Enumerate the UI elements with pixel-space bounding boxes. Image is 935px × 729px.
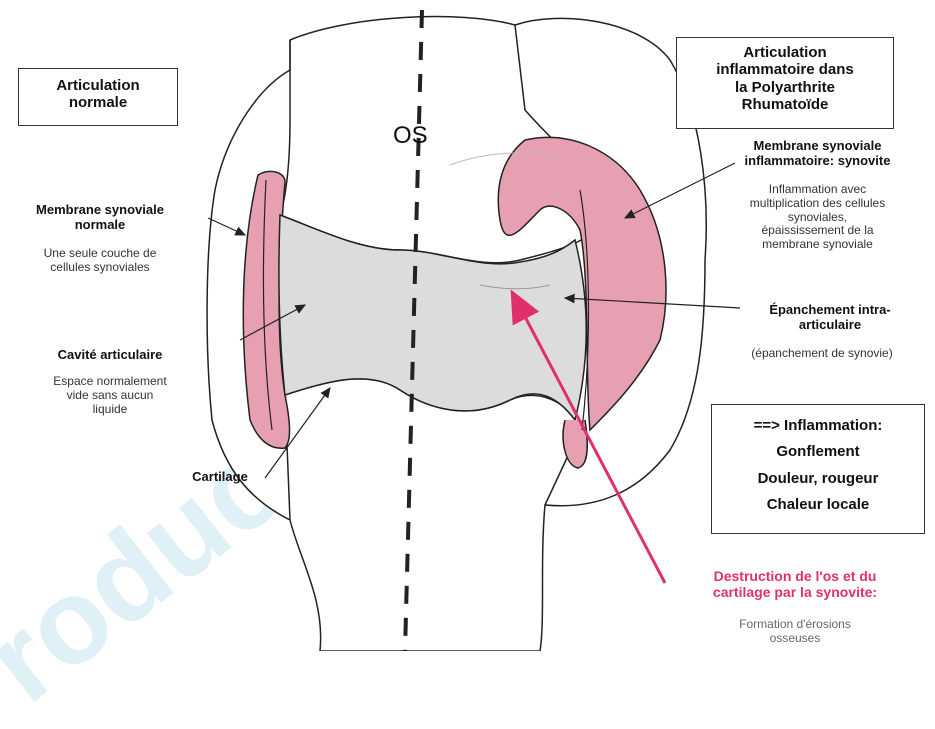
- destruction-title: Destruction de l'os et du cartilage par …: [660, 568, 930, 600]
- normal-synovial-description: Une seule couche de cellules synoviales: [0, 247, 200, 275]
- ra-box-line3: la Polyarthrite: [677, 79, 893, 96]
- ra-box-line4: Rhumatoïde: [677, 96, 893, 113]
- diagram-canvas: roduced wi: [0, 0, 935, 651]
- normal-articulation-box: Articulation normale: [18, 68, 178, 126]
- cavity-title: Cavité articulaire: [10, 348, 210, 363]
- symptom-heat: Chaleur locale: [712, 492, 924, 518]
- cartilage-label: Cartilage: [170, 470, 270, 485]
- ra-box-line2: inflammatoire dans: [677, 61, 893, 78]
- symptom-pain-redness: Douleur, rougeur: [712, 466, 924, 492]
- symptom-swelling: Gonflement: [712, 439, 924, 465]
- bone-label: OS: [393, 122, 428, 150]
- effusion-description: (épanchement de synovie): [712, 347, 932, 361]
- normal-box-line1: Articulation: [19, 77, 177, 94]
- normal-box-line2: normale: [19, 94, 177, 111]
- effusion-title: Épanchement intra- articulaire: [735, 303, 925, 333]
- ra-box-line1: Articulation: [677, 44, 893, 61]
- synovitis-title: Membrane synoviale inflammatoire: synovi…: [705, 139, 930, 169]
- ra-articulation-box: Articulation inflammatoire dans la Polya…: [676, 37, 894, 129]
- inflammation-box: ==> Inflammation: Gonflement Douleur, ro…: [711, 404, 925, 534]
- normal-synovial-title: Membrane synoviale normale: [0, 203, 200, 233]
- inflammation-heading: ==> Inflammation:: [712, 413, 924, 439]
- destruction-description: Formation d'érosions osseuses: [680, 618, 910, 646]
- synovitis-description: Inflammation avec multiplication des cel…: [705, 183, 930, 252]
- cavity-description: Espace normalement vide sans aucun liqui…: [10, 375, 210, 416]
